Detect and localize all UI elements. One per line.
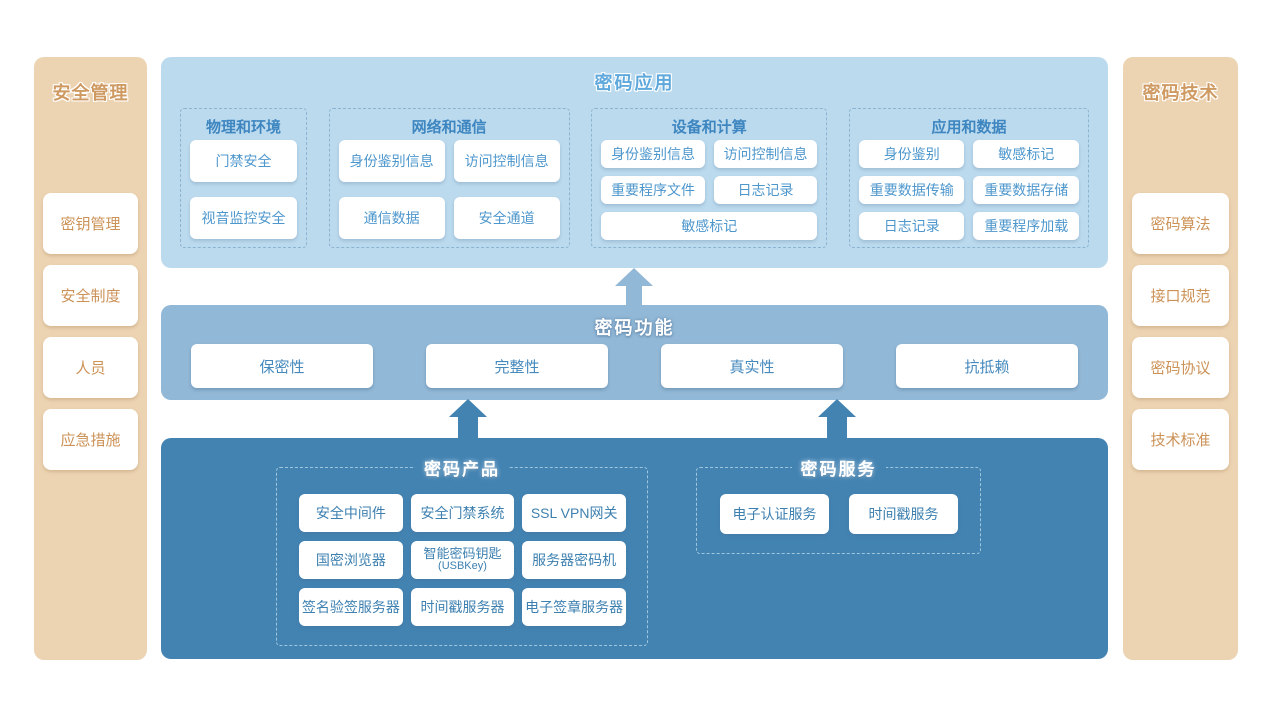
app-item-secure-channel: 安全通道 [453, 197, 560, 239]
group-title: 应用和数据 [931, 119, 1007, 136]
app-item-sensitive-marking: 敏感标记 [973, 140, 1079, 168]
product-ssl-vpn-gateway: SSL VPN网关 [522, 494, 626, 532]
product-eseal-server: 电子签章服务器 [522, 588, 626, 626]
app-item-door-security: 门禁安全 [190, 140, 297, 182]
arrow-head [449, 399, 487, 417]
app-item-log-records: 日志记录 [713, 176, 818, 204]
crypto-application-title: 密码应用 [594, 73, 675, 93]
product-smart-crypto-key-usbkey: 智能密码钥匙 (USBKey) [410, 541, 515, 579]
group-title: 物理和环境 [205, 119, 281, 136]
function-non-repudiation: 抗抵赖 [896, 344, 1078, 388]
arrow-stem [458, 417, 478, 438]
app-item-identity-auth: 身份鉴别 [858, 140, 965, 168]
up-arrow-foundation-to-function-left [449, 399, 487, 438]
app-item-video-monitoring: 视音监控安全 [190, 197, 297, 239]
sidebar-item-key-management: 密钥管理 [43, 193, 138, 254]
up-arrow-foundation-to-function-right [818, 399, 856, 438]
service-timestamp: 时间戳服务 [849, 494, 958, 534]
function-items: 保密性 完整性 真实性 抗抵赖 [191, 344, 1078, 388]
arrow-stem [827, 417, 847, 438]
up-arrow-function-to-application [615, 268, 653, 305]
app-item-access-control-info: 访问控制信息 [713, 140, 818, 168]
app-item-access-control-info: 访问控制信息 [453, 140, 560, 182]
product-timestamp-server: 时间戳服务器 [410, 588, 515, 626]
group-application-data: 应用和数据 身份鉴别 敏感标记 重要数据传输 重要数据存储 日志记录 重要程序加… [848, 108, 1089, 248]
group-device-computing: 设备和计算 身份鉴别信息 访问控制信息 重要程序文件 日志记录 敏感标记 [591, 108, 828, 248]
band-crypto-application: 密码应用 物理和环境 门禁安全 视音监控安全 网络和通信 身份鉴别信息 访问控制… [161, 57, 1108, 268]
crypto-function-title: 密码功能 [594, 318, 675, 338]
app-item-identity-auth-info: 身份鉴别信息 [601, 140, 705, 168]
product-access-control-system: 安全门禁系统 [410, 494, 515, 532]
band-crypto-foundation: 密码产品 安全中间件 安全门禁系统 SSL VPN网关 国密浏览器 智能密码钥匙… [161, 438, 1108, 659]
service-e-authentication: 电子认证服务 [720, 494, 829, 534]
product-smart-crypto-key-label: 智能密码钥匙 [423, 546, 502, 562]
arrow-head [615, 268, 653, 286]
app-item-important-data-transfer: 重要数据传输 [858, 176, 965, 204]
sidebar-item-emergency-measures: 应急措施 [43, 409, 138, 470]
product-security-middleware: 安全中间件 [299, 494, 403, 532]
sidebar-security-items: 密钥管理 安全制度 人员 应急措施 [43, 193, 138, 470]
app-item-log-records: 日志记录 [858, 212, 965, 240]
sidebar-item-crypto-algorithm: 密码算法 [1132, 193, 1229, 254]
sidebar-crypto-technology: 密码技术 密码算法 接口规范 密码协议 技术标准 [1123, 57, 1238, 660]
sidebar-item-security-policy: 安全制度 [43, 265, 138, 326]
sidebar-technology-items: 密码算法 接口规范 密码协议 技术标准 [1132, 193, 1229, 470]
sidebar-technology-title: 密码技术 [1142, 83, 1219, 103]
app-item-sensitive-marking: 敏感标记 [601, 212, 818, 240]
function-integrity: 完整性 [426, 344, 608, 388]
arrow-stem [626, 286, 642, 305]
group-title: 网络和通信 [411, 119, 487, 136]
sidebar-security-title: 安全管理 [52, 83, 129, 103]
app-item-important-data-storage: 重要数据存储 [973, 176, 1079, 204]
app-item-communication-data: 通信数据 [338, 197, 445, 239]
app-item-important-program-loading: 重要程序加载 [973, 212, 1079, 240]
crypto-services-title: 密码服务 [791, 455, 886, 480]
app-item-important-program-files: 重要程序文件 [601, 176, 705, 204]
sidebar-item-interface-spec: 接口规范 [1132, 265, 1229, 326]
product-gm-browser: 国密浏览器 [299, 541, 403, 579]
group-crypto-services: 密码服务 电子认证服务 时间戳服务 [696, 455, 981, 554]
arrow-head [818, 399, 856, 417]
application-groups: 物理和环境 门禁安全 视音监控安全 网络和通信 身份鉴别信息 访问控制信息 通信… [180, 108, 1089, 248]
function-confidentiality: 保密性 [191, 344, 373, 388]
group-title: 设备和计算 [671, 119, 747, 136]
band-crypto-function: 密码功能 保密性 完整性 真实性 抗抵赖 [161, 305, 1108, 400]
sidebar-item-technical-standard: 技术标准 [1132, 409, 1229, 470]
product-usbkey-sublabel: (USBKey) [438, 560, 487, 573]
sidebar-security-management: 安全管理 密钥管理 安全制度 人员 应急措施 [34, 57, 147, 660]
crypto-products-items: 安全中间件 安全门禁系统 SSL VPN网关 国密浏览器 智能密码钥匙 (USB… [299, 494, 626, 626]
product-signature-verification-server: 签名验签服务器 [299, 588, 403, 626]
product-server-crypto-machine: 服务器密码机 [522, 541, 626, 579]
sidebar-item-crypto-protocol: 密码协议 [1132, 337, 1229, 398]
group-physical-environment: 物理和环境 门禁安全 视音监控安全 [180, 108, 307, 248]
group-network-communication: 网络和通信 身份鉴别信息 访问控制信息 通信数据 安全通道 [328, 108, 570, 248]
sidebar-item-personnel: 人员 [43, 337, 138, 398]
crypto-products-title: 密码产品 [415, 455, 509, 480]
crypto-services-items: 电子认证服务 时间戳服务 [720, 494, 958, 534]
app-item-identity-auth-info: 身份鉴别信息 [338, 140, 445, 182]
function-authenticity: 真实性 [661, 344, 843, 388]
group-crypto-products: 密码产品 安全中间件 安全门禁系统 SSL VPN网关 国密浏览器 智能密码钥匙… [276, 455, 648, 646]
